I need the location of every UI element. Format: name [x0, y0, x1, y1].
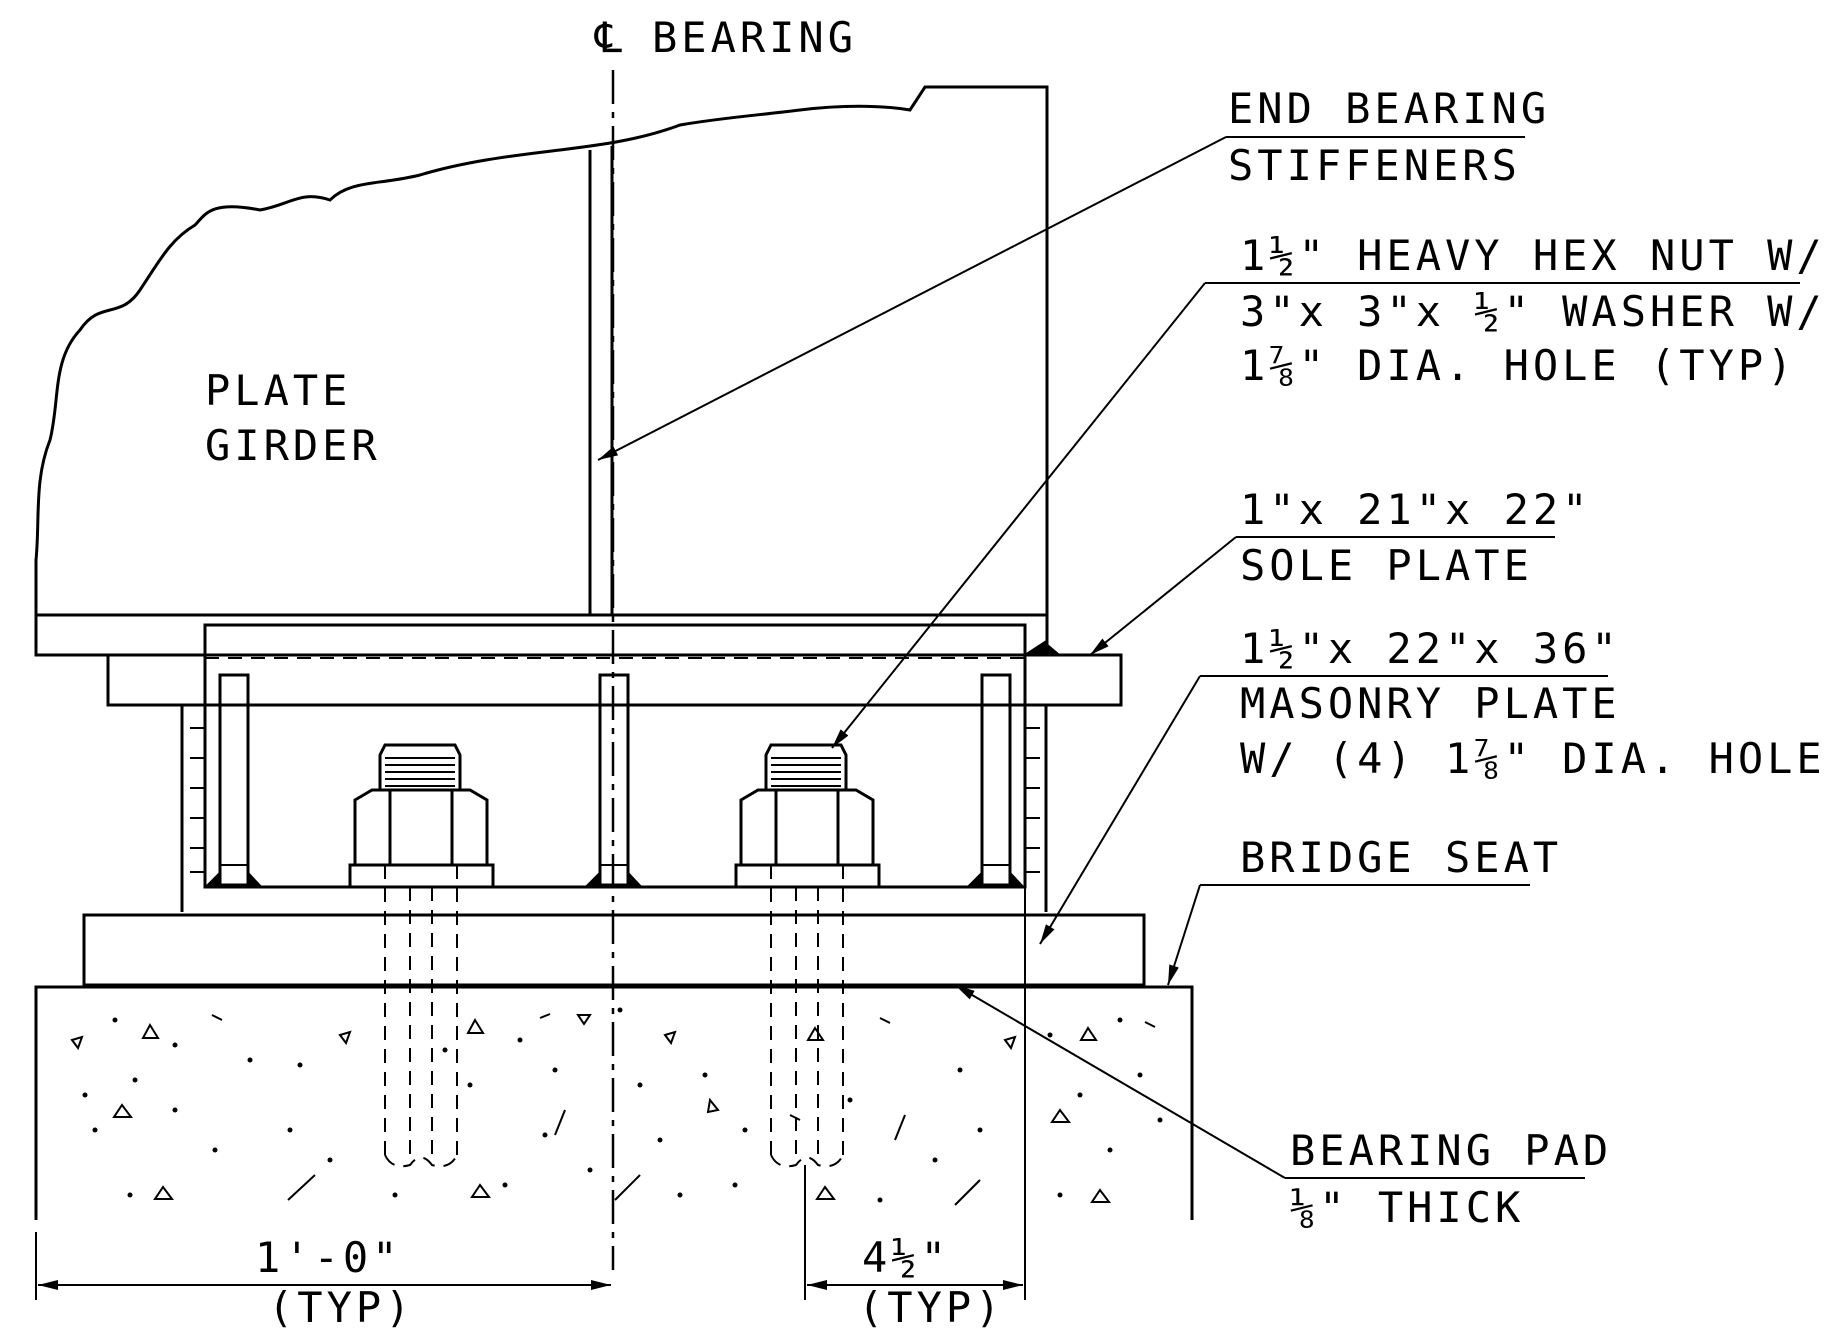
anchor-bolts [384, 865, 844, 1168]
dimension-lines [35, 887, 1026, 1300]
masonry-plate-label-2: MASONRY PLATE [1240, 679, 1621, 728]
sole-plate [106, 639, 1123, 707]
stiffeners-label-1: END BEARING [1228, 84, 1550, 133]
masonry-plate-label-3: W/ (4) 1⅞" DIA. HOLES [1240, 734, 1826, 783]
plate-girder [34, 85, 1049, 657]
dim-right-value: 4½" [862, 1233, 950, 1282]
dim-left-value: 1'-0" [255, 1233, 401, 1282]
bearing-pad-label-1: BEARING PAD [1290, 1126, 1612, 1175]
sole-plate-label-2: SOLE PLATE [1240, 541, 1533, 590]
bearing-pad-label-2: ⅛" THICK [1290, 1183, 1524, 1232]
stiffeners-label-2: STIFFENERS [1228, 141, 1521, 190]
plate-girder-label-2: GIRDER [205, 421, 381, 470]
hex-nut-right [734, 743, 881, 889]
dim-right-note: (TYP) [858, 1283, 1004, 1329]
nut-label-2: 3"x 3"x ½" WASHER W/ [1240, 287, 1826, 336]
nut-label-1: 1½" HEAVY HEX NUT W/ [1240, 231, 1826, 280]
masonry-plate-label-1: 1½"x 22"x 36" [1240, 624, 1621, 673]
sole-plate-label-1: 1"x 21"x 22" [1240, 485, 1591, 534]
bridge-seat-label: BRIDGE SEAT [1240, 833, 1562, 882]
hex-nut-left [348, 743, 495, 889]
leader-lines [597, 136, 1800, 1179]
centerline-symbol: ℄ [594, 13, 626, 62]
bearing-assembly [180, 623, 1048, 912]
plate-girder-label-1: PLATE [205, 366, 351, 415]
dim-left-note: (TYP) [268, 1283, 414, 1329]
nut-label-3: 1⅞" DIA. HOLE (TYP) [1240, 341, 1796, 390]
centerline-label: BEARING [652, 13, 857, 62]
